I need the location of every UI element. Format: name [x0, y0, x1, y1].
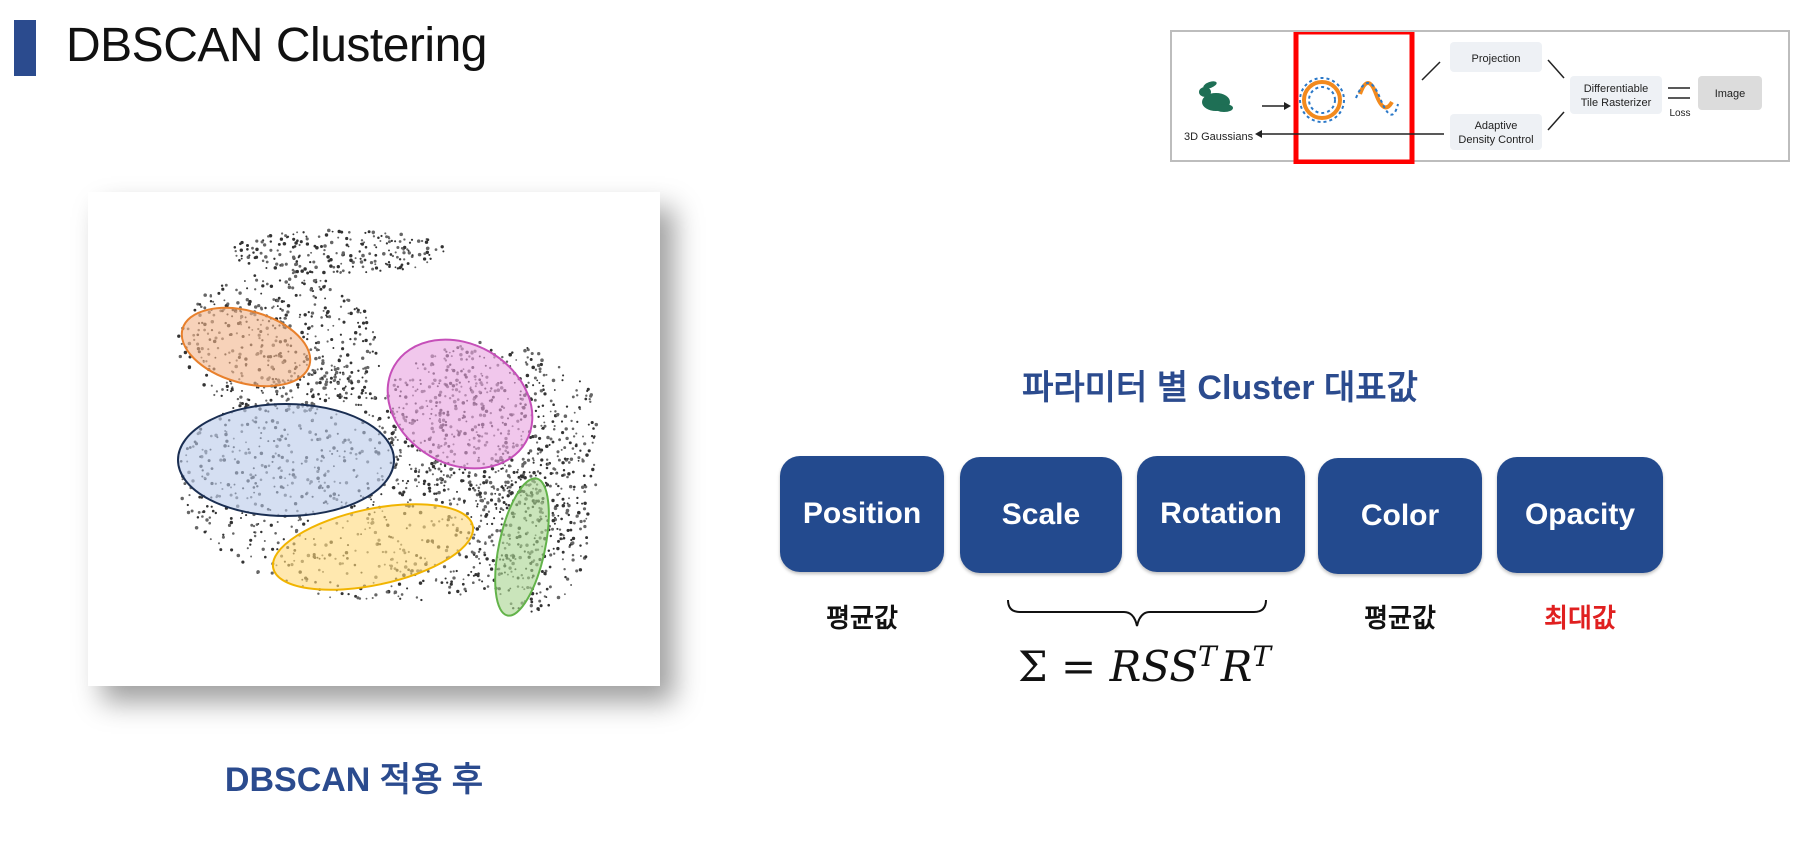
bunny-point-cloud: [177, 228, 599, 617]
position-box: Position: [780, 456, 944, 572]
arrow-to-rasterizer: [1547, 59, 1565, 79]
cluster-blue-ellipse: [177, 403, 395, 517]
color-note: 평균값: [1364, 603, 1436, 633]
formula-transpose-2: T: [1252, 640, 1272, 673]
arrow-to-projection: [1421, 61, 1441, 81]
projection-box: [1450, 42, 1542, 72]
parameters-heading: 파라미터 별 Cluster 대표값: [1022, 369, 1418, 407]
covariance-formula: Σ = RSSTRT: [1018, 640, 1271, 691]
position-label: Position: [802, 497, 922, 530]
cluster-orange-ellipse: [180, 306, 312, 388]
formula-r: R: [1220, 642, 1253, 691]
bunny-cluster-figure: [88, 192, 660, 686]
density-label-line2: Density Control: [1458, 134, 1533, 146]
loss-label: Loss: [1669, 108, 1690, 119]
gaussians-label: 3D Gaussians: [1184, 131, 1254, 143]
figure-caption: DBSCAN 적용 후: [224, 761, 484, 799]
title-accent-bar: [14, 20, 36, 76]
position-note: 평균값: [826, 603, 898, 633]
arrowhead-back: [1255, 130, 1262, 138]
rotation-box: Rotation: [1137, 456, 1305, 572]
arrow-to-density: [1547, 111, 1565, 131]
density-label-line1: Adaptive: [1475, 120, 1518, 132]
cluster-green-ellipse: [494, 477, 550, 617]
scale-box: Scale: [960, 457, 1122, 573]
formula-transpose-1: T: [1198, 640, 1217, 673]
rotation-label: Rotation: [1160, 497, 1282, 530]
scale-label: Scale: [1001, 498, 1081, 531]
pipeline-svg: 3D Gaussians Projection Differentiable: [1184, 32, 1762, 164]
rasterizer-label-line2: Tile Rasterizer: [1581, 97, 1652, 109]
arrowhead: [1284, 102, 1291, 110]
opacity-box: Opacity: [1497, 457, 1663, 573]
scale-rotation-brace: [1007, 599, 1267, 627]
opacity-note: 최대값: [1544, 603, 1616, 633]
color-label: Color: [1360, 499, 1440, 532]
opacity-label: Opacity: [1524, 498, 1636, 531]
pipeline-diagram: 3D Gaussians Projection Differentiable: [1170, 30, 1790, 164]
image-label: Image: [1715, 88, 1746, 100]
wave-gaussian-icon: [1358, 81, 1394, 110]
cluster-pink-ellipse: [386, 338, 534, 470]
projection-label: Projection: [1472, 53, 1521, 65]
gaussian-bunny-icon: [1199, 81, 1233, 112]
formula-sigma: Σ =: [1018, 642, 1110, 691]
page-title: DBSCAN Clustering: [66, 19, 487, 72]
circle-gaussian-icon: [1302, 80, 1342, 120]
rasterizer-label-line1: Differentiable: [1584, 83, 1649, 95]
rasterizer-box: [1570, 76, 1662, 114]
image-box: [1698, 76, 1762, 110]
density-control-box: [1450, 114, 1542, 150]
highlight-box: [1293, 32, 1415, 164]
color-box: Color: [1318, 458, 1482, 574]
formula-rss: RSS: [1109, 642, 1199, 691]
cluster-yellow-ellipse: [271, 503, 475, 591]
